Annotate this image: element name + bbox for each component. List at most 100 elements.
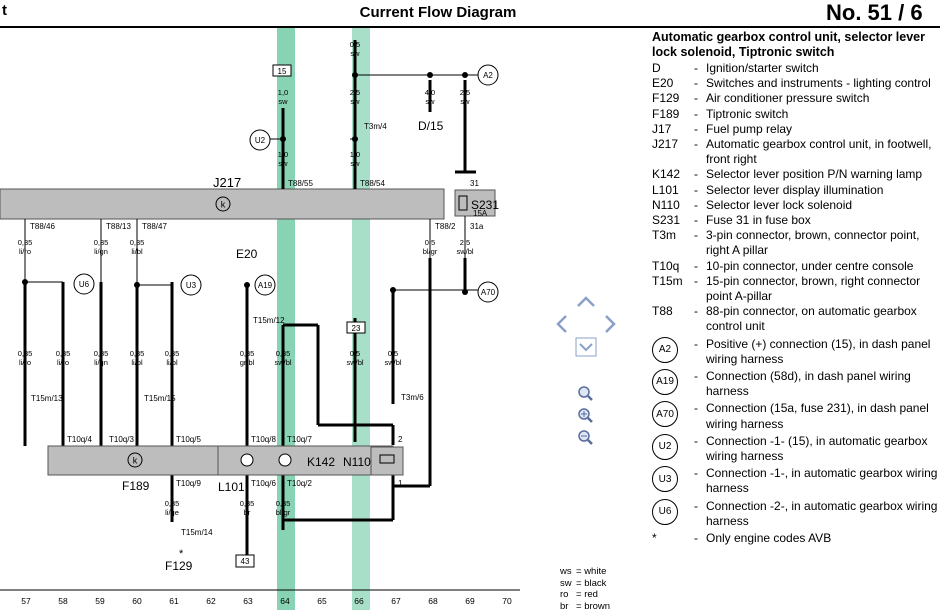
connection-circle-icon: A70: [652, 401, 678, 427]
connection-circle-icon: A2: [652, 337, 678, 363]
legend-desc: Air conditioner pressure switch: [706, 91, 940, 106]
wire-color-label: li/ge: [165, 508, 179, 517]
wire-color-label: sw/bl: [456, 247, 473, 256]
svg-text:T15m/13: T15m/13: [31, 394, 63, 403]
f189-label: F189: [122, 479, 150, 493]
pan-up-icon[interactable]: [578, 298, 594, 306]
legend-dash: -: [694, 167, 706, 182]
legend-item: F129-Air conditioner pressure switch: [652, 91, 940, 106]
svg-text:T88/2: T88/2: [435, 222, 456, 231]
svg-text:T10q/3: T10q/3: [109, 435, 134, 444]
pan-left-icon[interactable]: [558, 316, 566, 332]
svg-text:T10q/7: T10q/7: [287, 435, 312, 444]
svg-text:T15m/15: T15m/15: [144, 394, 176, 403]
legend-desc: Connection -2-, in automatic gearbox wir…: [706, 499, 940, 529]
wire-size-label: 0,35: [240, 499, 255, 508]
legend-desc: Selector lever position P/N warning lamp: [706, 167, 940, 182]
wire-color-label: sw: [278, 159, 288, 168]
connection-a70: A70: [478, 282, 498, 302]
zoom-in-icon[interactable]: [579, 409, 592, 422]
legend-dash: -: [694, 499, 706, 529]
legend-code: D: [652, 61, 694, 76]
wire-color-item: ws= white: [560, 566, 610, 578]
wire-size-label: 0,35: [276, 349, 291, 358]
legend-desc: 3-pin connector, brown, connector point,…: [706, 228, 940, 258]
connection-circle-icon: A19: [652, 369, 678, 395]
f189-tiptronic-switch: [48, 446, 393, 475]
f129-footnote-marker: *: [179, 548, 184, 560]
wire-size-label: 0,35: [130, 238, 145, 247]
legend-dash: -: [694, 466, 706, 496]
svg-text:U2: U2: [255, 136, 266, 145]
column-number: 65: [317, 596, 327, 606]
wire-color-label: li/ro: [19, 247, 31, 256]
legend-code: S231: [652, 213, 694, 228]
column-number: 58: [58, 596, 68, 606]
legend-desc: Positive (+) connection (15), in dash pa…: [706, 337, 940, 367]
legend-connection: A19-Connection (58d), in dash panel wiri…: [652, 369, 940, 399]
svg-text:T15m/14: T15m/14: [181, 528, 213, 537]
column-number: 59: [95, 596, 105, 606]
f189-k-label: k: [133, 456, 138, 466]
wire-size-label: 0,35: [165, 349, 180, 358]
legend-connection: A70-Connection (15a, fuse 231), in dash …: [652, 401, 940, 431]
legend-connection: U3-Connection -1-, in automatic gearbox …: [652, 466, 940, 496]
zoom-out-icon[interactable]: [579, 431, 592, 444]
svg-text:31a: 31a: [470, 222, 484, 231]
connection-a19: A19: [255, 275, 275, 295]
column-number: 60: [132, 596, 142, 606]
legend-dash: -: [694, 274, 706, 304]
legend-item: T10q-10-pin connector, under centre cons…: [652, 259, 940, 274]
wire-color-label: sw: [350, 49, 360, 58]
legend-desc: Connection -1-, in automatic gearbox wir…: [706, 466, 940, 496]
wire-color-label: sw: [350, 159, 360, 168]
legend-item: J17-Fuel pump relay: [652, 122, 940, 137]
connection-u2: U2: [250, 130, 270, 150]
legend-desc: Connection (58d), in dash panel wiring h…: [706, 369, 940, 399]
legend-code: L101: [652, 183, 694, 198]
wire-size-label: 4,0: [425, 88, 435, 97]
svg-text:T88/47: T88/47: [142, 222, 167, 231]
wire-size-label: 1,0: [278, 88, 288, 97]
legend-dash: -: [694, 228, 706, 258]
wire-color-label: sw: [460, 97, 470, 106]
svg-text:T10q/9: T10q/9: [176, 479, 201, 488]
legend-code: F189: [652, 107, 694, 122]
diagram-navigation: [552, 292, 622, 452]
l101-label: L101: [218, 480, 245, 494]
legend-code: T88: [652, 304, 694, 334]
svg-text:T88/54: T88/54: [360, 179, 385, 188]
wire-size-label: 0,35: [18, 349, 33, 358]
svg-text:31: 31: [470, 179, 479, 188]
legend-dash: -: [694, 122, 706, 137]
legend-item: T15m-15-pin connector, brown, right conn…: [652, 274, 940, 304]
svg-text:T88/55: T88/55: [288, 179, 313, 188]
svg-text:A2: A2: [483, 71, 493, 80]
wire-size-label: 2,5: [460, 88, 470, 97]
legend-item: S231-Fuse 31 in fuse box: [652, 213, 940, 228]
n110-label: N110: [343, 455, 371, 469]
legend-desc: Fuse 31 in fuse box: [706, 213, 940, 228]
legend-code: K142: [652, 167, 694, 182]
svg-text:T10q/5: T10q/5: [176, 435, 201, 444]
legend-code: E20: [652, 76, 694, 91]
legend-desc: 88-pin connector, on automatic gearbox c…: [706, 304, 940, 334]
zoom-icon[interactable]: [579, 387, 592, 400]
wire-color-label: li/gn: [94, 247, 108, 256]
wire-color-label: li/ro: [57, 358, 69, 367]
pan-right-icon[interactable]: [606, 316, 614, 332]
svg-text:U6: U6: [79, 280, 90, 289]
wire-color-label: gr/bl: [240, 358, 255, 367]
wire-color-label: li/bl: [131, 358, 143, 367]
legend-desc: Ignition/starter switch: [706, 61, 940, 76]
svg-text:1: 1: [398, 479, 403, 488]
n110-solenoid: [371, 447, 403, 475]
column-number: 57: [21, 596, 31, 606]
legend-dash: -: [694, 259, 706, 274]
legend-dash: -: [694, 213, 706, 228]
pan-down-button[interactable]: [576, 338, 596, 356]
svg-text:T88/46: T88/46: [30, 222, 55, 231]
legend-connection: U2-Connection -1- (15), in automatic gea…: [652, 434, 940, 464]
connection-circle-icon: U2: [652, 434, 678, 460]
